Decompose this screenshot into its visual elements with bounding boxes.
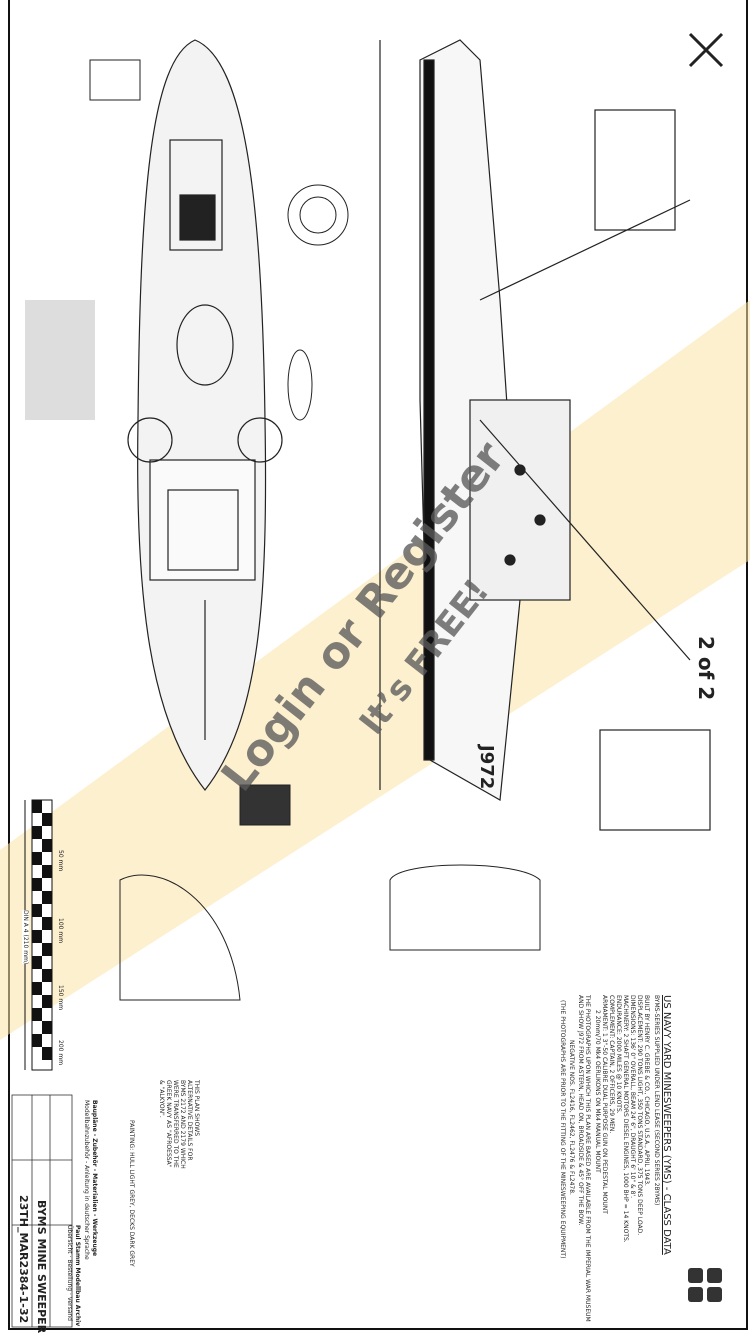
class-data-line: DISPLACEMENT: 290 TONS LIGHT, 350 TONS S… xyxy=(636,995,643,1236)
plan-note: THIS PLAN SHOWS ALTERNATIVE DETAILS FOR … xyxy=(158,1080,200,1169)
close-icon xyxy=(688,32,724,68)
grid-view-button[interactable] xyxy=(688,1268,722,1302)
scale-label-150: 150 mm xyxy=(57,985,64,1011)
photo-note-2: AND SHOW J972 FROM ASTERN, HEAD ON, BROA… xyxy=(577,995,584,1226)
drawing-title: BYMS MINE SWEEPER xyxy=(35,1200,48,1334)
class-data-line: COMPLEMENT: CAPTAIN, 2 OFFICERS, 29 MEN. xyxy=(608,995,615,1134)
class-data-title: US NAVY YARD MINESWEEPERS (YMS) - CLASS … xyxy=(661,995,672,1255)
page-indicator: 2 of 2 xyxy=(694,636,718,701)
grid-view-icon xyxy=(707,1287,722,1302)
close-button[interactable] xyxy=(684,28,728,72)
hull-number: J972 xyxy=(476,745,497,790)
class-data-line: DIMENSIONS: 136' 0" OVERALL, BEAM 24' 6"… xyxy=(629,995,636,1198)
class-data-line: ENDURANCE: 2000 MILES @ 10 KNOTS. xyxy=(615,995,622,1114)
title-block xyxy=(11,1094,73,1328)
fitting-note: (THE PHOTOGRAPHS ARE PRIOR TO THE FITTIN… xyxy=(559,1000,566,1259)
archive-sub: Übersicht · Bestellung · Versand xyxy=(66,1225,73,1321)
scale-label-50: 50 mm xyxy=(57,850,64,872)
class-data-line: MACHINERY: 2 SHAFT GENERAL MOTORS DIESEL… xyxy=(622,995,629,1243)
scale-label-200: 200 mm xyxy=(57,1040,64,1066)
grid-view-icon xyxy=(707,1268,722,1283)
negative-note: NEGATIVE NOS. FL2416, FL2462, FL2476 & F… xyxy=(568,1040,575,1195)
image-frame xyxy=(8,0,748,1330)
class-data-subtitle: BYMS-SERIES SUPPLIED UNDER LEND LEASE (S… xyxy=(653,995,660,1206)
grid-view-icon xyxy=(688,1287,703,1302)
archive-name: Paul Stamm Modellbau Archiv xyxy=(74,1225,81,1327)
photo-thumbnail xyxy=(25,300,95,420)
painting-note: PAINTING: HULL LIGHT GREY, DECKS DARK GR… xyxy=(128,1120,135,1267)
class-data-line: ARMAMENT: 1 3"-50 CALIBRE DUAL PURPOSE G… xyxy=(601,995,608,1214)
photo-note: THE PHOTOGRAPHS UPON WHICH THIS PLAN ARE… xyxy=(584,995,591,1322)
din-label: DIN A 4 (210 mm) xyxy=(22,910,29,965)
class-data-line: 2 20mm/70 Mk4 OERLIKONS ON Mk4 MANUAL MO… xyxy=(594,1010,601,1173)
class-data-line: BUILT BY HENRY C. GREBE & CO., CHICAGO, … xyxy=(643,995,650,1186)
scale-label-100: 100 mm xyxy=(57,918,64,944)
drawing-number: 23TH_MAR2384-1-32 xyxy=(17,1195,30,1324)
watermark-band xyxy=(0,300,750,1040)
deck-plan xyxy=(127,39,283,791)
side-profile xyxy=(379,39,711,831)
grid-view-icon xyxy=(688,1268,703,1283)
title-block-subheader: Modellbahnzubehör - Anleitung in deutsch… xyxy=(83,1100,90,1260)
title-block-header: Baupläne - Zubehör - Materialien - Werkz… xyxy=(91,1100,98,1257)
scale-bar xyxy=(24,799,53,1071)
